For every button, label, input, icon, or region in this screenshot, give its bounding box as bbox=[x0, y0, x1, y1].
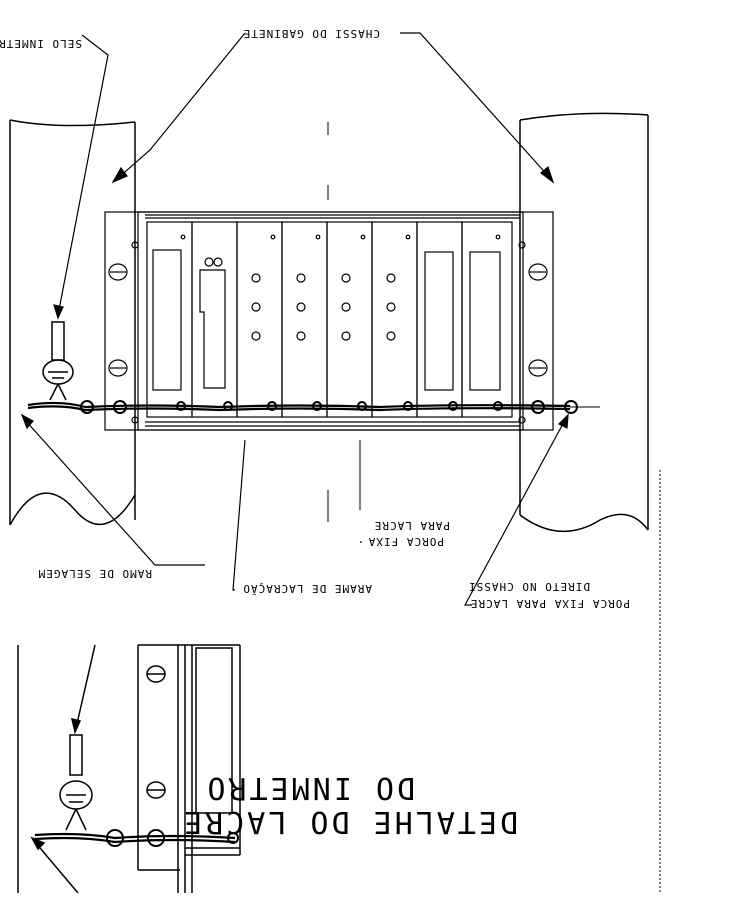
label-chassi-gabinete: CHASSI DO GABINETE bbox=[243, 27, 380, 40]
detail-view bbox=[17, 644, 241, 894]
label-selo-inmetro: SELO INMETRO bbox=[0, 37, 82, 50]
center-line bbox=[327, 122, 361, 522]
label-para-lacre: PARA LACRE bbox=[374, 519, 450, 532]
label-arame-lacracao: ARAME DE LACRAÇÃO bbox=[242, 582, 372, 595]
seal-wire-rings bbox=[80, 400, 578, 414]
leader-lines bbox=[20, 32, 569, 606]
left-mounting-slots bbox=[108, 241, 139, 424]
inmetro-seal bbox=[42, 321, 74, 401]
label-do-inmetro: DO INMETRO bbox=[204, 770, 415, 805]
labels: SELO INMETRO CHASSI DO GABINETE PARA LAC… bbox=[0, 27, 630, 839]
mounting-plate bbox=[104, 211, 554, 431]
label-direto-chassi: DIRETO NO CHASSI bbox=[468, 580, 590, 593]
right-chassis-rail bbox=[519, 112, 649, 532]
label-porca-fixa-lacre: PORCA FIXA PARA LACRE bbox=[470, 597, 630, 610]
label-porca-fixa: PORCA FIXA bbox=[368, 535, 444, 548]
left-chassis-rail bbox=[9, 119, 136, 526]
module-panels bbox=[146, 221, 513, 418]
label-detalhe-lacre: DETALHE DO LACRE bbox=[181, 804, 518, 839]
right-mounting-slots bbox=[518, 241, 548, 424]
seal-wire bbox=[27, 401, 600, 412]
label-ramo-selagem: RAMO DE SELAGEM bbox=[38, 567, 152, 580]
